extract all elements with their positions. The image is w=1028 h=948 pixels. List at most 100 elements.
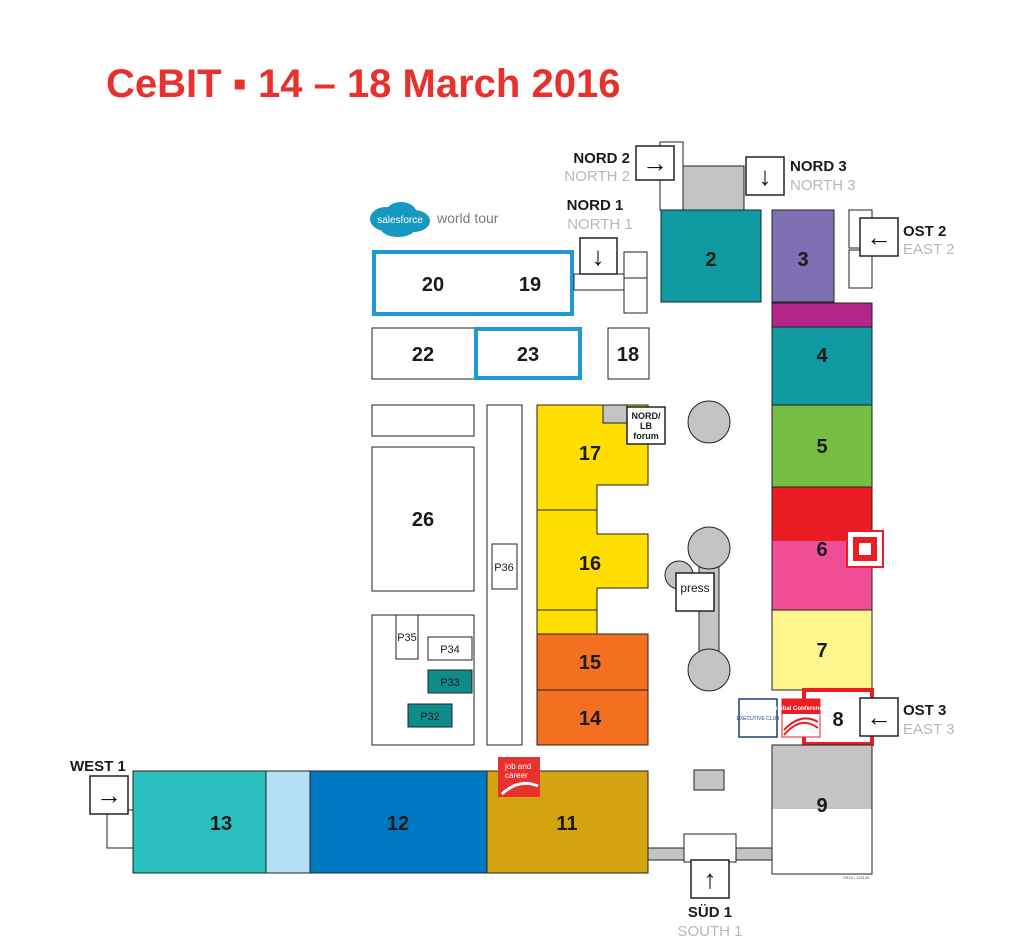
nordlb-grey [602,404,628,424]
round-building-upper [687,526,731,570]
arrow-left-icon: ← [866,222,892,252]
hall-9[interactable] [771,744,873,875]
nordlb-line2: LB [640,421,652,431]
nordlb-line1: NORD/ [632,411,661,421]
grey-building-nord [682,165,745,211]
magenta-strip [771,302,873,328]
sued1-building [683,833,737,863]
round-building-north [687,400,731,444]
nord1-label: NORD 1 [567,197,624,214]
hall-23[interactable] [474,327,582,380]
hall-9-white [772,809,872,874]
hall-19-label: 19 [519,274,541,296]
east2-label: EAST 2 [903,241,954,258]
hall-14[interactable] [536,689,649,746]
arrow-up-icon: ↑ [704,864,717,894]
nord1-connector-b [623,277,648,314]
hall-2[interactable] [660,209,762,303]
svg-text:job and: job and [504,762,531,771]
hall-5-label: 5 [816,436,827,458]
hall-13-label: 13 [210,813,232,835]
hall-small-west [371,404,475,437]
sued1-label: SÜD 1 [688,904,732,921]
press-center[interactable] [675,572,715,612]
hall-17-label: 17 [579,443,601,465]
event-pattern-icon [846,530,884,568]
west1-entrance-button[interactable] [89,775,129,815]
hall-7-label: 7 [816,640,827,662]
east3-label: EAST 3 [903,721,954,738]
svg-text:Global Conferences: Global Conferences [773,706,830,712]
hall-16-annex [536,609,598,635]
world-tour-label: world tour [436,210,499,226]
nord3-label: NORD 3 [790,158,847,175]
hall-18-label: 18 [617,344,639,366]
hall-13-annex [265,770,311,874]
arrow-down-icon-2: ↓ [592,241,605,271]
hall-26[interactable] [371,446,475,592]
pavilion-p35[interactable] [395,614,419,660]
p36-label: P36 [494,562,514,574]
pavilion-p32[interactable] [407,703,453,728]
ost3-label: OST 3 [903,702,946,719]
nord3-entrance-button[interactable] [745,156,785,196]
round-building-lower [687,648,731,692]
ost3-entrance-button[interactable] [859,697,899,737]
hall-9-label: 9 [816,795,827,817]
hall-7[interactable] [771,609,873,691]
page-title: CeBIT ▪ 14 – 18 March 2016 [106,62,621,106]
hall-5[interactable] [771,404,873,488]
west1-connector [106,809,134,849]
hall-3[interactable] [771,209,835,303]
grey-kiosk [693,769,725,791]
arrow-left-icon-2: ← [866,702,892,732]
svg-text:career: career [505,771,528,780]
pavilion-p33[interactable] [427,669,473,694]
hall-8-label: 8 [832,709,843,731]
hall-11-label: 11 [556,813,577,835]
nord2-label: NORD 2 [573,150,630,167]
hall-12[interactable] [309,770,488,874]
hall-12-label: 12 [387,813,409,835]
north1-label: NORTH 1 [567,216,633,233]
nord2-entrance-button[interactable] [635,145,675,181]
hall-23-label: 23 [517,344,539,366]
hall-20-label: 20 [422,274,444,296]
pavilion-p36[interactable] [491,543,518,590]
hall-4[interactable] [771,326,873,406]
arrow-right-icon-2: → [96,780,122,810]
nordlb-forum[interactable] [626,406,666,445]
north2-label: NORTH 2 [564,168,630,185]
ost2-entrance-button[interactable] [859,217,899,257]
arrow-down-icon: ↓ [759,161,772,191]
pavilion-p34[interactable] [427,636,473,661]
sued1-entrance-button[interactable] [690,859,730,899]
salesforce-logo: salesforce [370,202,430,237]
ost2-label: OST 2 [903,223,946,240]
hall-3-label: 3 [797,249,808,271]
hall-18[interactable] [607,327,650,380]
hall-13[interactable] [132,770,267,874]
north3-label: NORTH 3 [790,177,856,194]
hall-4-label: 4 [816,345,828,367]
hall-9-grey [772,745,872,809]
hall-15[interactable] [536,633,649,691]
hall-6-label: 6 [816,539,827,561]
nord1-corridor [573,273,625,291]
global-conferences-logo: Global Conferences [773,698,830,738]
south1-label: SOUTH 1 [677,923,742,940]
nord1-entrance-button[interactable] [579,237,618,275]
hall-22-label: 22 [412,344,434,366]
p35-label: P35 [397,632,417,644]
hall-16-label: 16 [579,553,601,575]
press-label: press [680,581,709,595]
hall-26-label: 26 [412,509,434,531]
svg-text:salesforce: salesforce [377,215,423,226]
south-corridor-right [735,847,773,861]
hall-22[interactable] [371,327,477,380]
p34-label: P34 [440,644,460,656]
arrow-right-icon: → [642,148,668,178]
executive-club-logo: EXECUTIVE CLUB [736,698,780,738]
p33-label: P33 [440,677,460,689]
